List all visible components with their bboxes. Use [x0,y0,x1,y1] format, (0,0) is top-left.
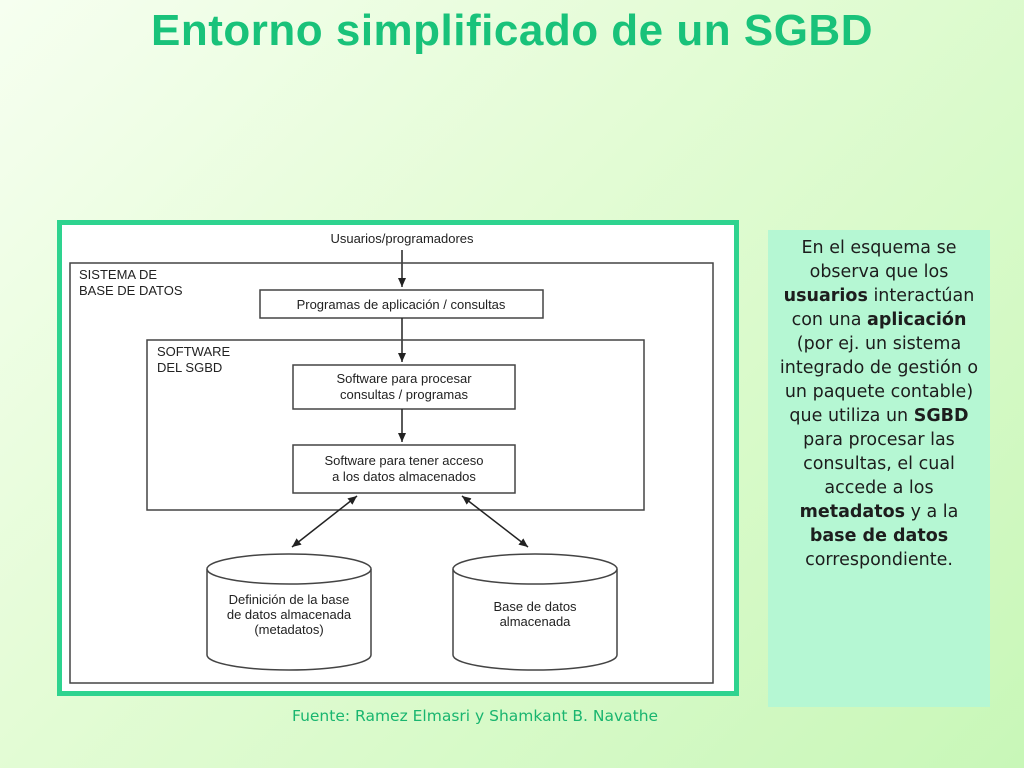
panel-text-1: En el esquema se observa que los [801,238,957,282]
panel-bold-users: usuarios [783,286,868,306]
panel-text-6: correspondiente. [805,550,953,570]
panel-bold-database: base de datos [809,526,949,546]
stored-db-arrow [461,495,529,548]
panel-bold-metadata: metadatos [799,502,906,522]
panel-text-3: (por ej. un sistema integrado de gestión… [779,334,979,426]
users-label: Usuarios/programadores [330,231,474,246]
stored-db-label-2: almacenada [500,614,572,629]
app-box [259,289,544,319]
stored-db-label-1: Base de datos [493,599,577,614]
metadata-db-label-3: (metadatos) [254,622,323,637]
system-label-1: SISTEMA DE [79,267,157,282]
software-box [146,339,645,511]
panel-text-5: y a la [905,502,959,522]
system-box [69,262,714,684]
system-label-2: BASE DE DATOS [79,283,183,298]
app-box-label: Programas de aplicación / consultas [297,297,506,312]
panel-bold-sgbd: SGBD [913,406,969,426]
software-label-1: SOFTWARE [157,344,231,359]
metadata-db-label-1: Definición de la base [229,592,350,607]
explanation-panel: En el esquema se observa que los usuario… [768,230,990,707]
query-box-label-1: Software para procesar [336,371,472,386]
access-box-label-1: Software para tener acceso [325,453,484,468]
stored-db-cylinder: Base de datos almacenada [452,553,618,671]
diagram-canvas: Usuarios/programadores SISTEMA DE BASE D… [69,231,714,684]
metadata-arrow [291,495,358,548]
software-label-2: DEL SGBD [157,360,222,375]
dbms-diagram: Usuarios/programadores SISTEMA DE BASE D… [57,220,739,696]
metadata-db-cylinder: Definición de la base de datos almacenad… [206,553,372,671]
metadata-db-label-2: de datos almacenada [227,607,352,622]
access-box-label-2: a los datos almacenados [332,469,476,484]
access-box [292,444,516,494]
panel-text-4: para procesar las consultas, el cual acc… [803,430,955,498]
panel-text-2: interactúan con una [791,286,975,330]
source-caption: Fuente: Ramez Elmasri y Shamkant B. Nava… [292,707,659,725]
slide-title: Entorno simplificado de un SGBD [151,6,873,55]
query-box-label-2: consultas / programas [340,387,468,402]
query-box [292,364,516,410]
panel-bold-application: aplicación [867,310,967,330]
